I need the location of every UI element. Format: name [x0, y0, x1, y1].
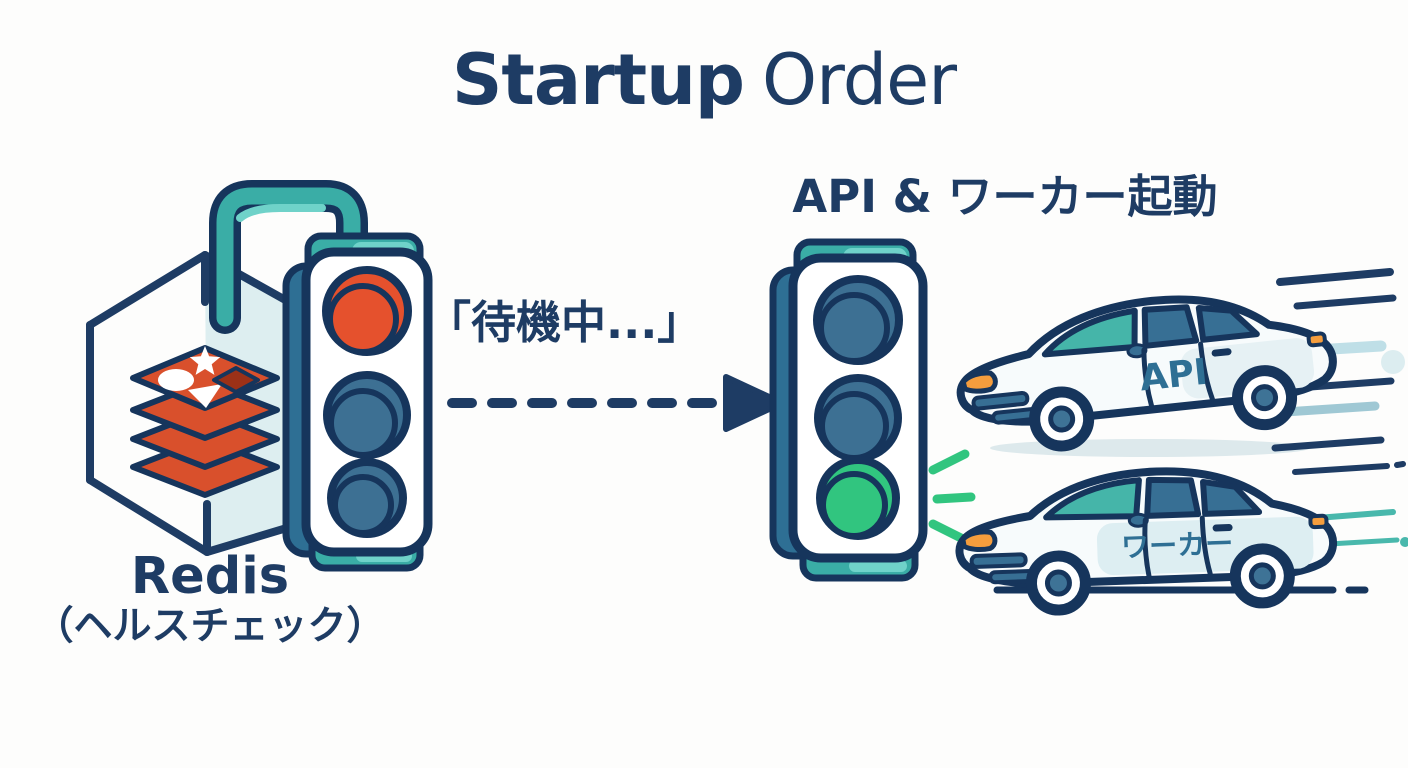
dashed-arrow-icon [447, 374, 785, 432]
redis-label-block: Redis （ヘルスチェック） [5, 550, 415, 648]
green-light-on [816, 456, 900, 540]
rear-wheel [1229, 543, 1295, 609]
grille [971, 390, 1030, 411]
side-window-front [1144, 476, 1202, 519]
side-window-rear [1200, 478, 1263, 517]
rear-wheel [1232, 365, 1298, 431]
traffic-light-red-icon [282, 232, 433, 572]
worker-car-label: ワーカー [1121, 527, 1234, 564]
headlight-icon [960, 370, 998, 394]
traffic-light-green-icon [769, 238, 928, 582]
door-handle [1211, 348, 1232, 357]
speed-lines-icon [1271, 436, 1408, 547]
door-handle [1212, 524, 1233, 532]
car-body-group: ワーカー [955, 467, 1337, 616]
redis-star-shape [189, 346, 221, 375]
side-window-rear [1195, 305, 1260, 343]
tail-light-icon [1306, 331, 1327, 348]
api-worker-heading: API & ワーカー起動 [792, 170, 1218, 223]
green-rays-icon [928, 449, 976, 545]
api-car-icon: API [956, 268, 1405, 457]
tail-light-icon [1308, 513, 1329, 530]
startup-traffic-light-scene [769, 238, 976, 582]
redis-healthcheck-label: （ヘルスチェック） [34, 603, 386, 649]
grille [969, 552, 1028, 569]
side-window-front [1141, 304, 1200, 349]
redis-ellipse-shape [158, 369, 194, 391]
car-body-group: API [956, 295, 1337, 452]
redis-healthcheck-scene [86, 180, 433, 572]
headlight-icon [960, 529, 998, 553]
waiting-status-label: 「待機中...」 [426, 296, 703, 349]
top-light-off [813, 275, 903, 365]
page-title-primary: Startup [452, 39, 745, 121]
page-title-secondary: Order [762, 39, 957, 121]
windshield [1041, 307, 1138, 358]
worker-car-icon: ワーカー [955, 436, 1408, 616]
front-wheel [1029, 386, 1095, 452]
red-light-on [322, 266, 412, 356]
handle-icon [209, 180, 368, 334]
windshield [1043, 477, 1142, 521]
api-car-label: API [1138, 352, 1210, 400]
redis-stack-icon [130, 345, 280, 498]
redis-triangle-shape [188, 384, 222, 408]
redis-hole-shape [212, 366, 260, 394]
redis-name-label: Redis [130, 547, 290, 606]
middle-light-off [323, 371, 411, 459]
bottom-light-off [327, 458, 407, 538]
middle-light-off [814, 374, 902, 462]
front-wheel [1025, 550, 1091, 616]
